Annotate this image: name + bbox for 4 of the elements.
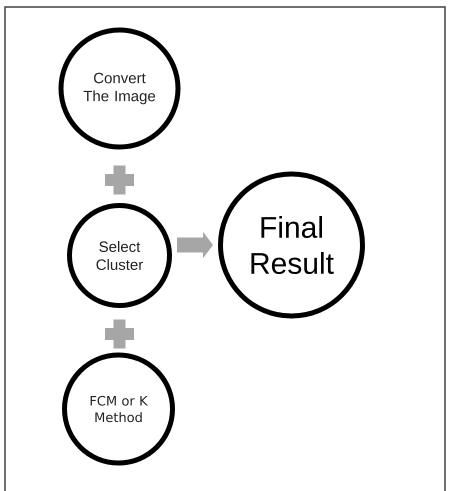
circle-node: Final Result [218,172,365,318]
circle-node: Convert The Image [58,28,180,150]
circle-node: Select Cluster [67,203,172,308]
circle-node: FCM or K Method [62,352,175,466]
